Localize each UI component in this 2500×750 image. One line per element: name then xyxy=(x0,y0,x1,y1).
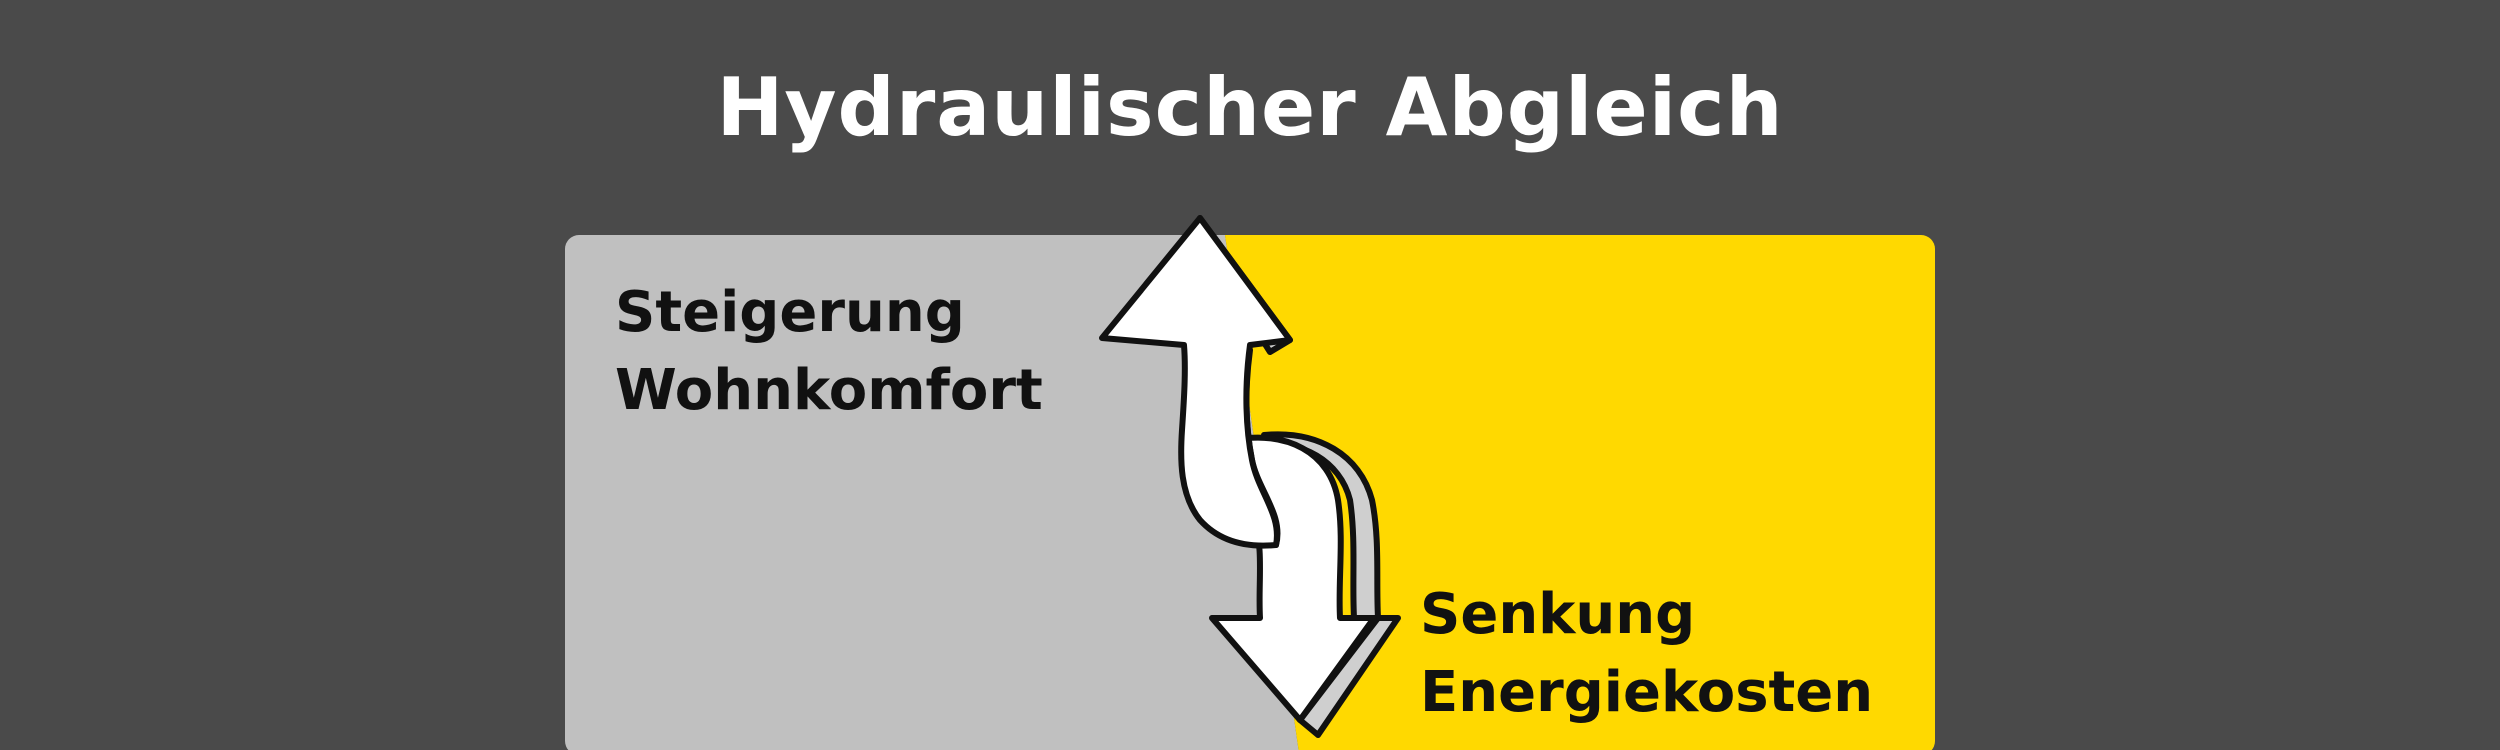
right-panel xyxy=(1225,235,1935,750)
left-panel xyxy=(565,235,1300,750)
page-title: Hydraulischer Abgleich xyxy=(716,61,1784,154)
right-label-line1: Senkung xyxy=(1420,582,1696,647)
double-curved-arrow-icon xyxy=(1099,215,1401,738)
right-label-line2: Energiekosten xyxy=(1420,660,1874,725)
left-label-line1: Steigerung xyxy=(615,280,965,345)
left-panel-label: Steigerung Wohnkomfort xyxy=(615,274,1043,430)
card xyxy=(565,235,1935,750)
right-panel-label: Senkung Energiekosten xyxy=(1420,576,1873,732)
left-label-line2: Wohnkomfort xyxy=(615,358,1043,423)
